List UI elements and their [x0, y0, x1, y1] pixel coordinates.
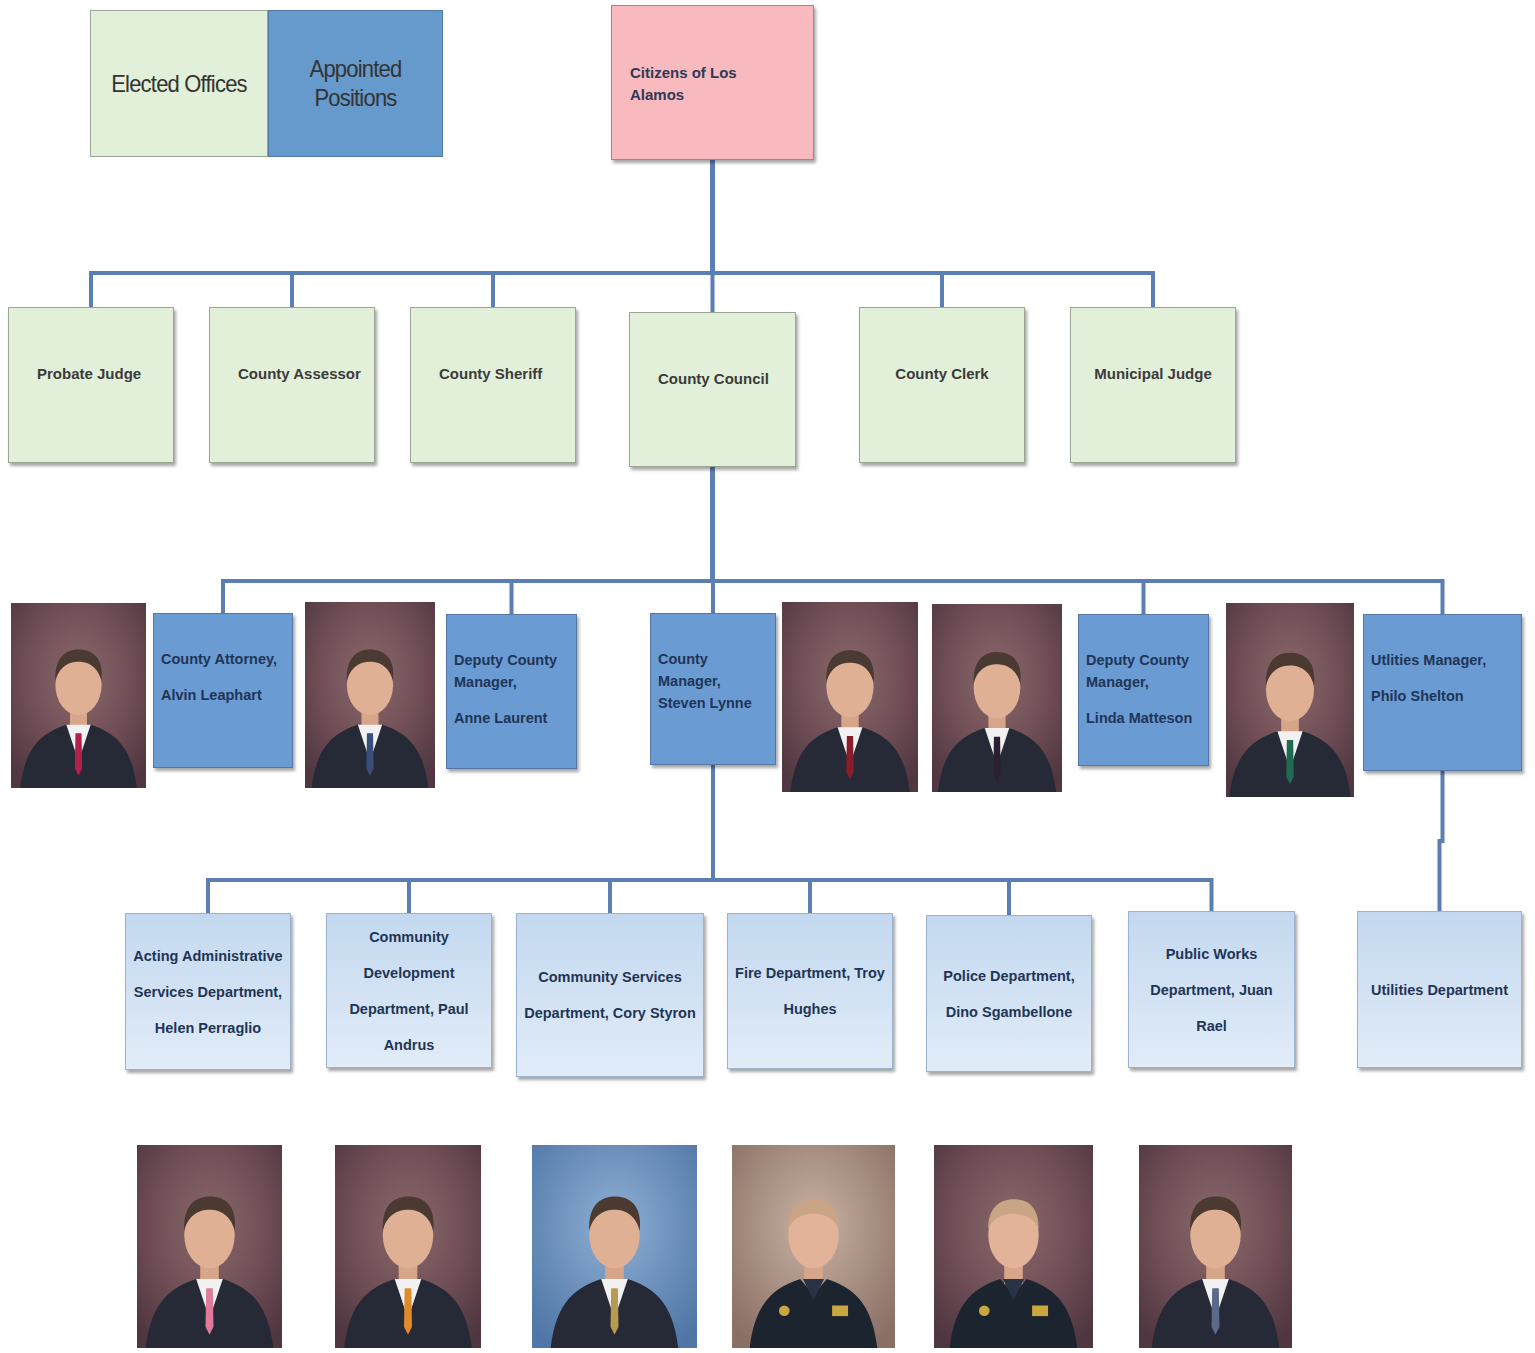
citizens-box: Citizens of Los Alamos [611, 5, 814, 160]
org-connector [610, 765, 713, 913]
portrait-photo [1226, 603, 1354, 797]
appointed-position-box: Deputy County Manager, Anne Laurent [446, 614, 577, 769]
org-connector [713, 160, 1154, 307]
department-box: Police Department, Dino Sgambellone [926, 915, 1092, 1072]
org-connector [713, 765, 1009, 915]
node-label: Linda Matteson [1086, 707, 1202, 729]
node-label: Utilities Department [1363, 972, 1516, 1008]
org-connector [713, 467, 1443, 614]
department-box: Community Services Department, Cory Styr… [516, 913, 704, 1077]
node-label: Police Department, Dino Sgambellone [932, 958, 1086, 1030]
appointed-position-box: County Attorney, Alvin Leaphart [153, 613, 293, 768]
node-label: Deputy County Manager, [454, 649, 570, 693]
node-label: Utlities Manager, [1371, 649, 1515, 671]
legend-label: Elected Offices [111, 69, 247, 98]
node-label: Public Works Department, Juan Rael [1134, 936, 1289, 1044]
portrait-photo [11, 603, 146, 788]
portrait-photo [732, 1145, 895, 1348]
node-label: Probate Judge [37, 363, 163, 384]
department-box: Public Works Department, Juan Rael [1128, 911, 1295, 1068]
portrait-photo [934, 1145, 1093, 1348]
node-label: County Sheriff [439, 363, 565, 384]
portrait-photo [782, 602, 918, 792]
elected-office-box: County Assessor [209, 307, 375, 463]
node-label: Anne Laurent [454, 707, 570, 729]
node-label: Philo Shelton [1371, 685, 1515, 707]
node-label: Community Services Department, Cory Styr… [522, 959, 698, 1031]
org-connector [223, 467, 713, 613]
node-label: County Manager, Steven Lynne [658, 648, 769, 714]
elected-office-box: County Sheriff [410, 307, 576, 463]
org-connector [713, 765, 810, 913]
appointed-position-box: Deputy County Manager, Linda Matteson [1078, 614, 1209, 766]
legend-swatch: Appointed Positions [268, 10, 443, 157]
portrait-photo [137, 1145, 282, 1348]
node-label: County Council [658, 368, 785, 389]
portrait-photo [1139, 1145, 1292, 1348]
org-connector [409, 765, 713, 913]
elected-office-box: Probate Judge [8, 307, 174, 463]
elected-office-box: Municipal Judge [1070, 307, 1236, 463]
org-connector [208, 765, 713, 913]
org-connector [713, 467, 1144, 614]
node-label: County Attorney, [161, 648, 286, 670]
node-label: Fire Department, Troy Hughes [733, 955, 887, 1027]
org-connector [512, 467, 713, 614]
manager-box: County Manager, Steven Lynne [650, 613, 776, 765]
portrait-photo [335, 1145, 481, 1348]
legend-label: Appointed Positions [269, 54, 442, 112]
appointed-position-box: Utlities Manager, Philo Shelton [1363, 614, 1522, 771]
node-label: Alvin Leaphart [161, 684, 286, 706]
node-label: County Clerk [868, 363, 1016, 384]
council-box: County Council [629, 312, 796, 467]
node-label: Acting Administrative Services Departmen… [131, 938, 285, 1046]
department-box: Fire Department, Troy Hughes [727, 913, 893, 1069]
node-label: Community Development Department, Paul A… [332, 919, 486, 1063]
org-connector [91, 160, 713, 307]
node-label: Citizens of Los Alamos [630, 62, 753, 106]
org-connector [1440, 771, 1443, 911]
node-label: Deputy County Manager, [1086, 649, 1202, 693]
org-connector [493, 160, 713, 307]
department-box: Utilities Department [1357, 911, 1522, 1068]
elected-office-box: County Clerk [859, 307, 1025, 463]
org-connector [292, 160, 713, 307]
org-connector [713, 765, 1212, 911]
legend-swatch: Elected Offices [90, 10, 268, 157]
portrait-photo [932, 604, 1062, 792]
portrait-photo [532, 1145, 697, 1348]
org-connector [713, 160, 943, 307]
department-box: Community Development Department, Paul A… [326, 913, 492, 1068]
node-label: Municipal Judge [1079, 363, 1227, 384]
node-label: County Assessor [238, 363, 364, 384]
portrait-photo [305, 602, 435, 788]
department-box: Acting Administrative Services Departmen… [125, 913, 291, 1070]
